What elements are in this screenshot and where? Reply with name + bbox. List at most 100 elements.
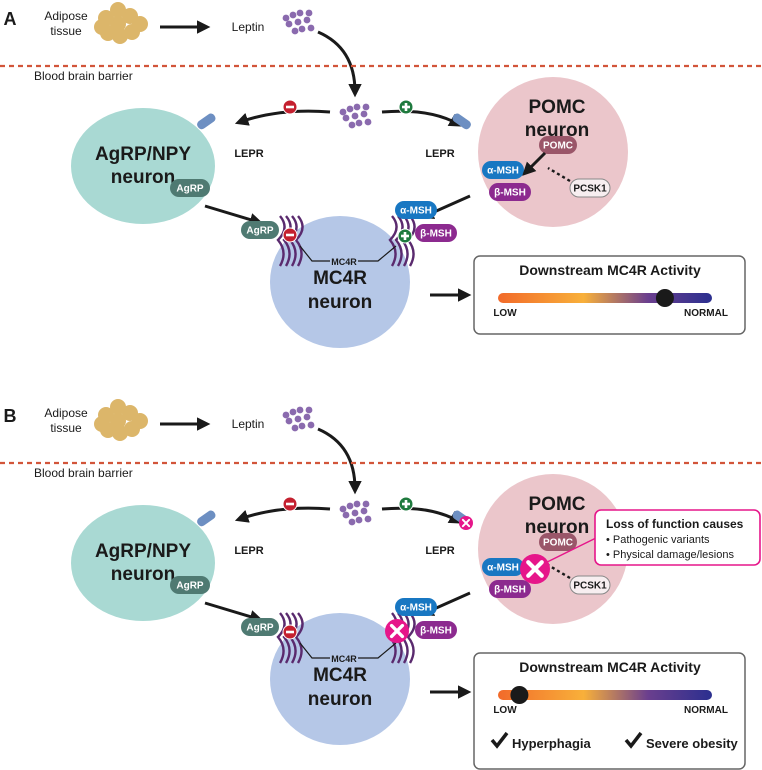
leptin-molecule [291,424,299,432]
mc4r-loss-icon-stroke [389,623,405,639]
arrow-leptin-to-agrp [234,109,331,126]
leptin-label: Leptin [232,417,265,431]
agrp-pill: AgRP [176,184,204,195]
pcsk1-pill-shape [569,178,611,198]
alpha-msh-bound-pill-shape [395,201,437,219]
pomc-neuron-title: POMC [529,97,586,118]
barrier-label: Blood brain barrier [34,69,133,83]
leptin-molecule [364,118,372,126]
leptin-molecule [353,103,361,111]
agrp-bound-pill-shape [241,618,279,636]
activity-gradient-bar [498,690,712,700]
lepr-receptor-left [197,113,216,130]
agrp-pill-shape [170,179,210,197]
agrp-pill-shape [170,576,210,594]
leptin-molecule [348,121,356,129]
receptor-helix [294,215,304,267]
activity-box [473,652,746,770]
leptin-molecule [305,9,313,17]
activity-level-knob [510,686,529,704]
beta-msh-pill-shape [489,580,531,598]
leptin-label: Leptin [232,20,265,34]
receptor-helix [406,612,416,664]
adipose-cell [132,413,148,429]
leptin-molecule [342,511,350,519]
callout-title: Loss of function causes [606,517,744,531]
arrow-agrp-to-mc4r [204,204,264,227]
leptin-molecule [294,18,302,26]
adipose-cell [112,425,128,441]
pomc-pill-shape [539,533,577,551]
activity-low-label: LOW [493,705,517,716]
leptin-molecule [298,422,306,430]
beta-msh-bound-pill-shape [415,224,457,242]
activity-gradient-bar [498,293,712,303]
alpha-msh-bound-pill-shape [395,598,437,616]
barrier-label: Blood brain barrier [34,466,133,480]
inhibit-icon-bar [286,105,294,109]
agrp-pill: AgRP [176,581,204,592]
pomc-pill-shape [539,136,577,154]
leptin-molecule [360,110,368,118]
beta-msh-bound-pill: β-MSH [420,626,452,637]
arrow-leptin-to-pomc [381,506,463,524]
beta-msh-pill: β-MSH [494,585,526,596]
mc4r-connector [299,245,397,262]
receptor-helix [276,215,286,267]
leptin-molecule [351,509,359,517]
agrp-neuron-title: AgRP/NPY [95,144,191,165]
activity-title: Downstream MC4R Activity [519,659,701,675]
agrp-neuron-title: neuron [111,564,175,585]
lepr-label-left: LEPR [234,545,263,557]
mc4r-neuron-title: neuron [308,689,372,710]
leptin-molecule [285,20,293,28]
inhibit-icon-bar [286,502,294,506]
arrow-leptin-crosses [317,30,362,98]
leptin-molecule [339,505,347,513]
adipose-label: tissue [50,421,82,435]
leptin-molecule [339,108,347,116]
alpha-msh-pill-shape [482,558,524,576]
activity-level-knob [655,289,674,307]
callout-item: • Physical damage/lesions [606,549,734,561]
pcsk1-pill: PCSK1 [573,184,607,195]
leptin-molecule [362,103,370,111]
agrp-bound-pill-shape [241,221,279,239]
activate-icon-bar [403,232,407,240]
adipose-cell [112,28,128,44]
receptor-helix [282,215,292,267]
agrp-bound-pill: AgRP [246,226,274,237]
outcome-label: Severe obesity [646,736,739,751]
alpha-msh-pill: α-MSH [487,166,519,177]
activity-title: Downstream MC4R Activity [519,262,701,278]
arrow-leptin-to-pomc [381,109,463,127]
adipose-cell [110,2,126,18]
beta-msh-pill: β-MSH [494,188,526,199]
leptin-molecule [342,114,350,122]
leptin-molecule [351,112,359,120]
leptin-molecule [364,515,372,523]
agrp-bound-pill: AgRP [246,623,274,634]
activity-normal-label: NORMAL [684,308,728,319]
receptor-helix [294,612,304,664]
mc4r-neuron-title: neuron [308,292,372,313]
mc4r-neuron-title: MC4R [313,665,367,686]
alpha-msh-pill: α-MSH [487,563,519,574]
mc4r-neuron [270,613,410,745]
pcsk1-cleavage-line [547,563,571,580]
leptin-molecule [282,411,290,419]
adipose-label: Adipose [44,406,88,420]
leptin-molecule [346,105,354,113]
activate-icon-bar [404,500,408,508]
adipose-cell [94,416,110,432]
receptor-helix [394,215,404,267]
checkmark-icon [624,731,643,749]
lepr-label-right: LEPR [425,148,454,160]
adipose-label: tissue [50,24,82,38]
callout-box [594,509,761,566]
pomc-pill: POMC [543,538,573,549]
alpha-msh-bound-pill: α-MSH [400,603,432,614]
adipose-label: Adipose [44,9,88,23]
